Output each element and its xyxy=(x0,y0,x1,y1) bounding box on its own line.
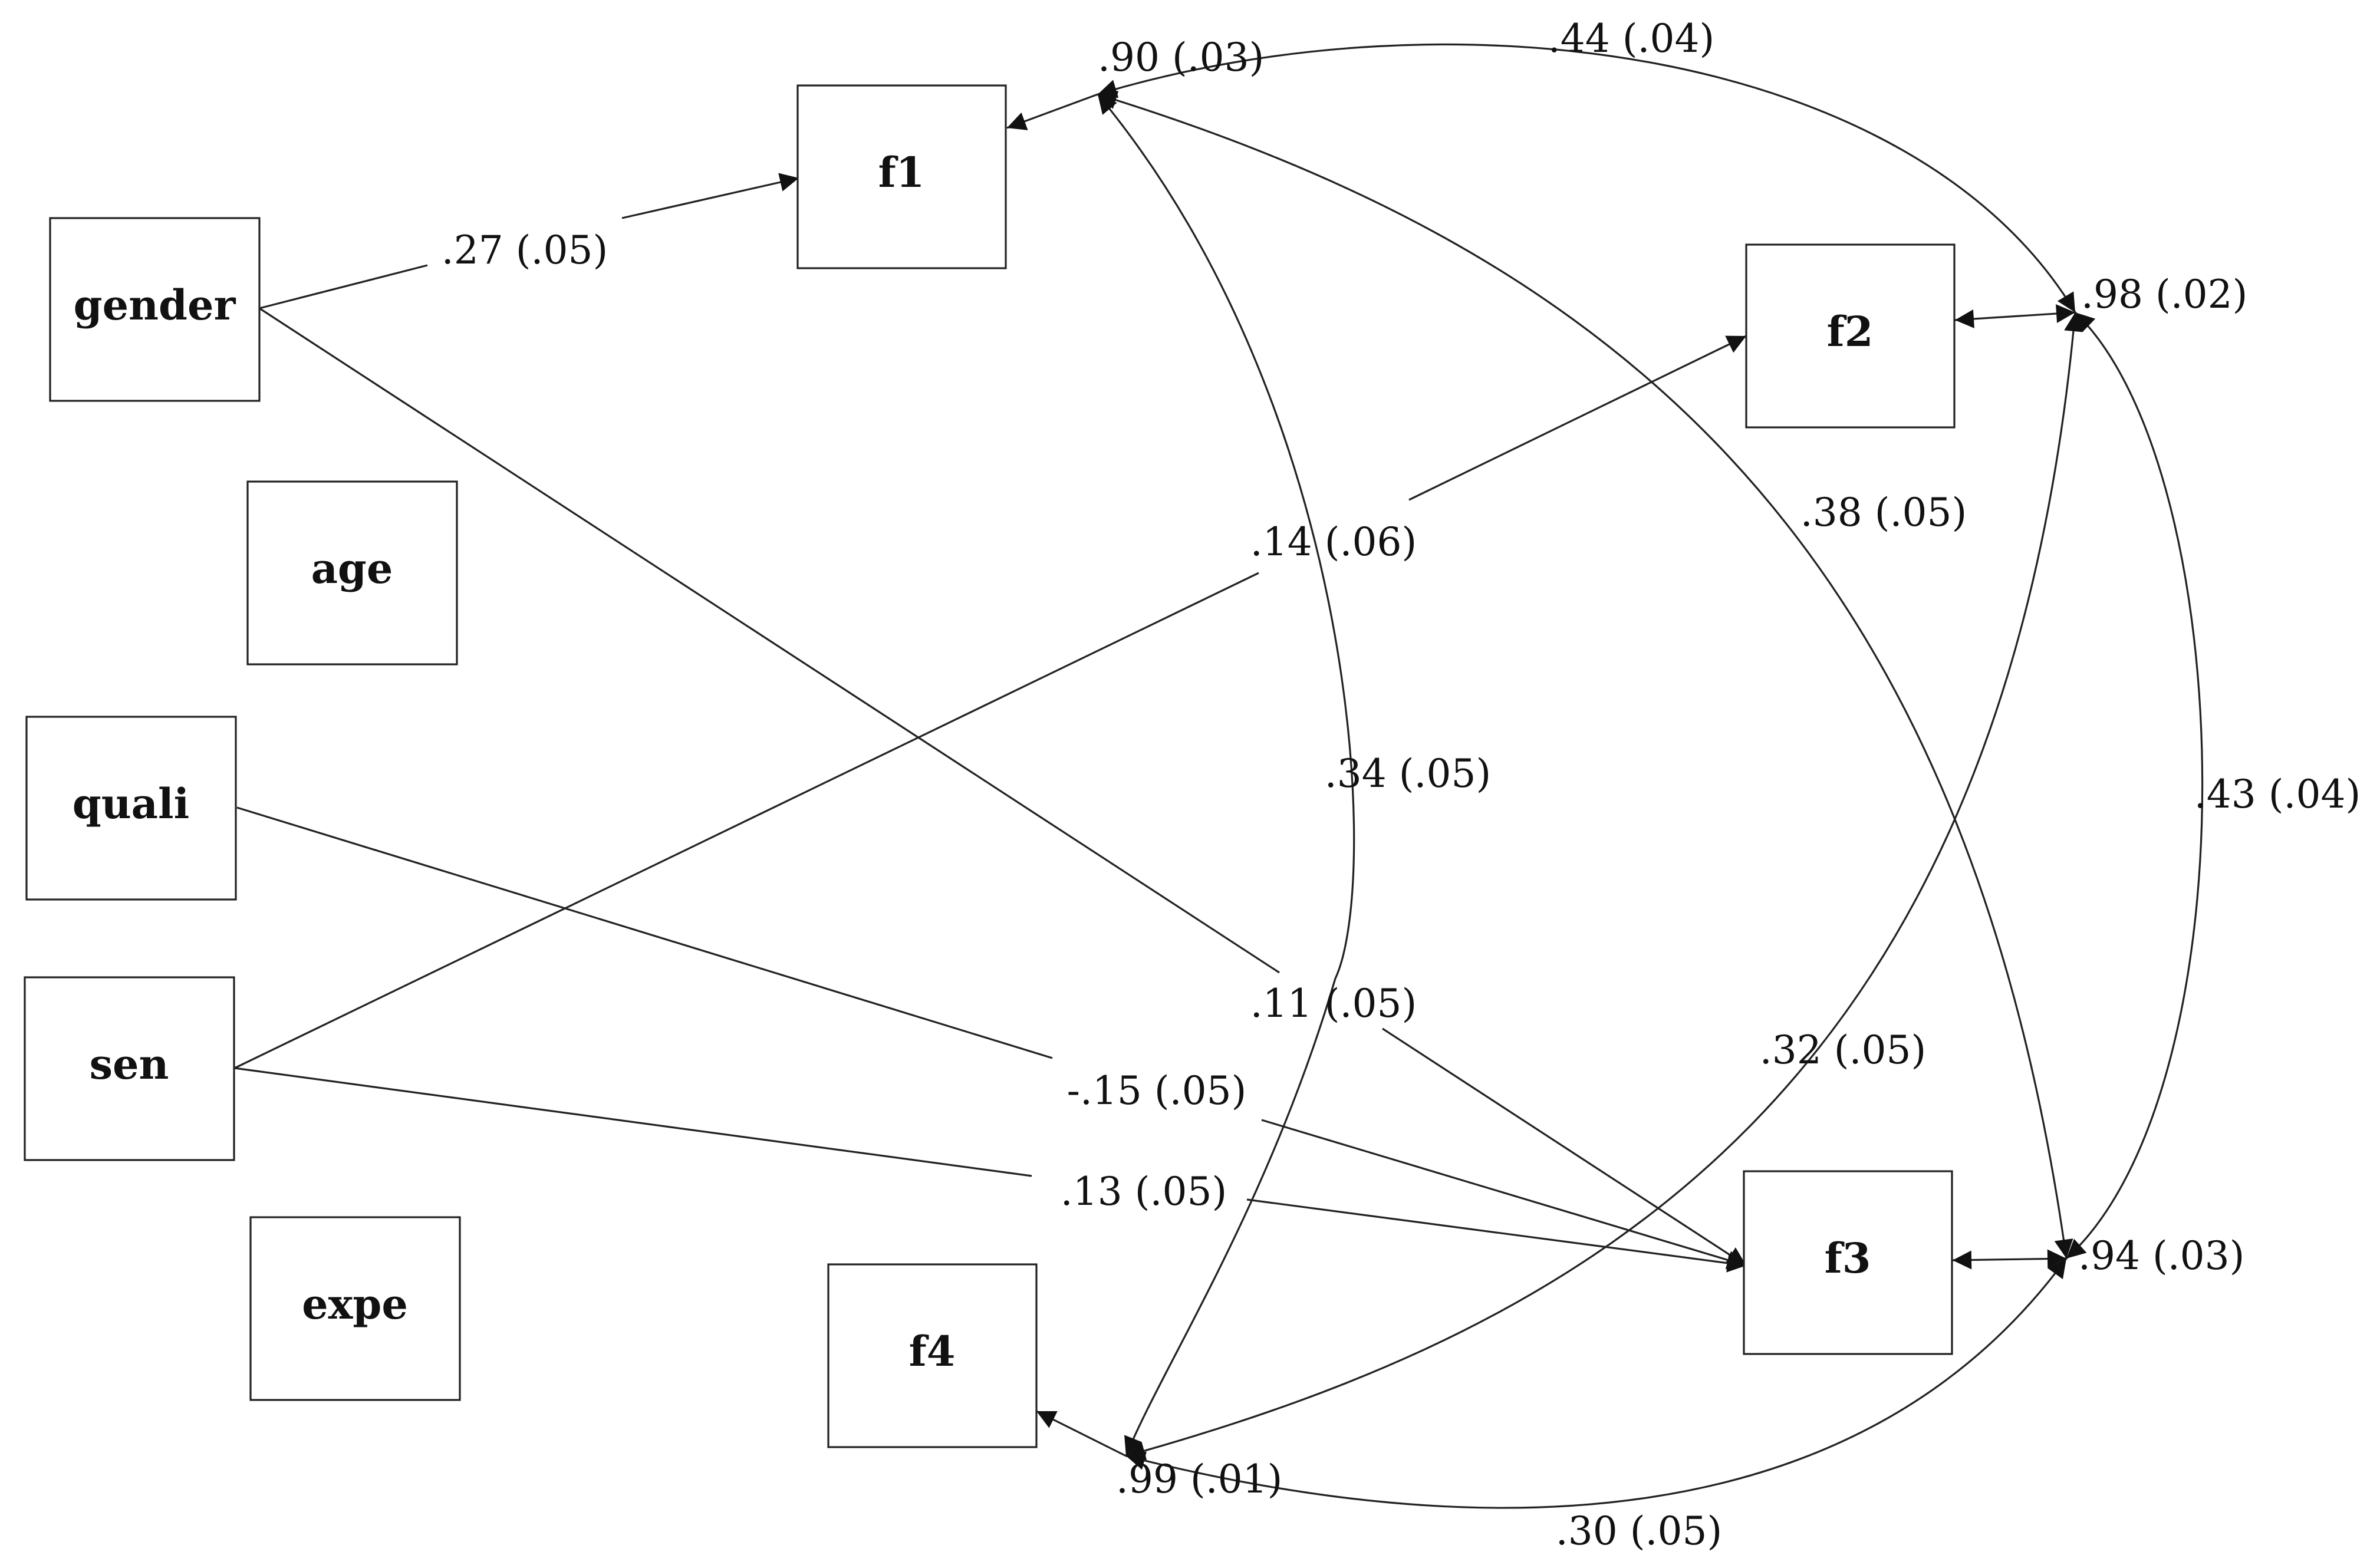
node-quali: quali xyxy=(25,716,237,901)
label-cov-f3-f4: .30 (.05) xyxy=(1556,1508,1722,1554)
label-resid-f2: .98 (.02) xyxy=(2081,272,2247,317)
residual-f2-link xyxy=(1954,304,2076,328)
cov-f1-f4-curve xyxy=(1097,93,1355,1457)
node-expe: expe xyxy=(249,1216,461,1401)
node-gender-label: gender xyxy=(74,281,236,330)
label-cov-f2-f4: .32 (.05) xyxy=(1760,1027,1926,1073)
label-cov-f1-f2: .44 (.04) xyxy=(1548,16,1714,61)
node-quali-label: quali xyxy=(73,779,189,828)
node-f1: f1 xyxy=(796,84,1007,269)
label-cov-f1-f3: .38 (.05) xyxy=(1800,490,1967,535)
node-f1-label: f1 xyxy=(878,148,925,197)
residual-f1-link xyxy=(1006,93,1098,130)
cov-f3-f4-curve xyxy=(1125,1258,2068,1509)
path-gender-f1-line xyxy=(259,178,799,309)
node-gender: gender xyxy=(49,217,261,402)
node-expe-label: expe xyxy=(302,1280,408,1329)
path-sen-f2-line xyxy=(234,336,1746,1069)
label-resid-f1: .90 (.03) xyxy=(1098,35,1264,80)
residual-f4-link xyxy=(1036,1410,1127,1457)
node-age-label: age xyxy=(311,544,393,593)
label-gender-f3: .11 (.05) xyxy=(1250,981,1417,1026)
node-f3: f3 xyxy=(1743,1170,1953,1355)
label-gender-f1: .27 (.05) xyxy=(442,228,608,273)
path-sen-f3-line xyxy=(234,1067,1746,1266)
path-quali-f3-line xyxy=(236,806,1746,1266)
node-f2: f2 xyxy=(1745,243,1956,429)
node-age: age xyxy=(246,480,458,665)
node-sen: sen xyxy=(24,976,235,1161)
cov-f2-f3-curve xyxy=(2065,311,2204,1260)
node-sen-label: sen xyxy=(90,1040,169,1089)
label-resid-f4: .99 (.01) xyxy=(1116,1457,1282,1502)
label-sen-f2: .14 (.06) xyxy=(1250,519,1417,565)
node-f4: f4 xyxy=(827,1263,1038,1448)
node-f4-label: f4 xyxy=(909,1327,956,1376)
path-gender-f3-line xyxy=(259,307,1746,1266)
label-sen-f3: .13 (.05) xyxy=(1061,1169,1227,1214)
label-resid-f3: .94 (.03) xyxy=(2078,1233,2244,1279)
residual-f3-link xyxy=(1952,1249,2067,1270)
label-quali-f3: -.15 (.05) xyxy=(1067,1068,1247,1113)
node-f3-label: f3 xyxy=(1825,1234,1871,1283)
label-cov-f1-f4: .34 (.05) xyxy=(1325,751,1491,796)
label-cov-f2-f3: .43 (.04) xyxy=(2194,772,2361,817)
node-f2-label: f2 xyxy=(1827,307,1874,356)
